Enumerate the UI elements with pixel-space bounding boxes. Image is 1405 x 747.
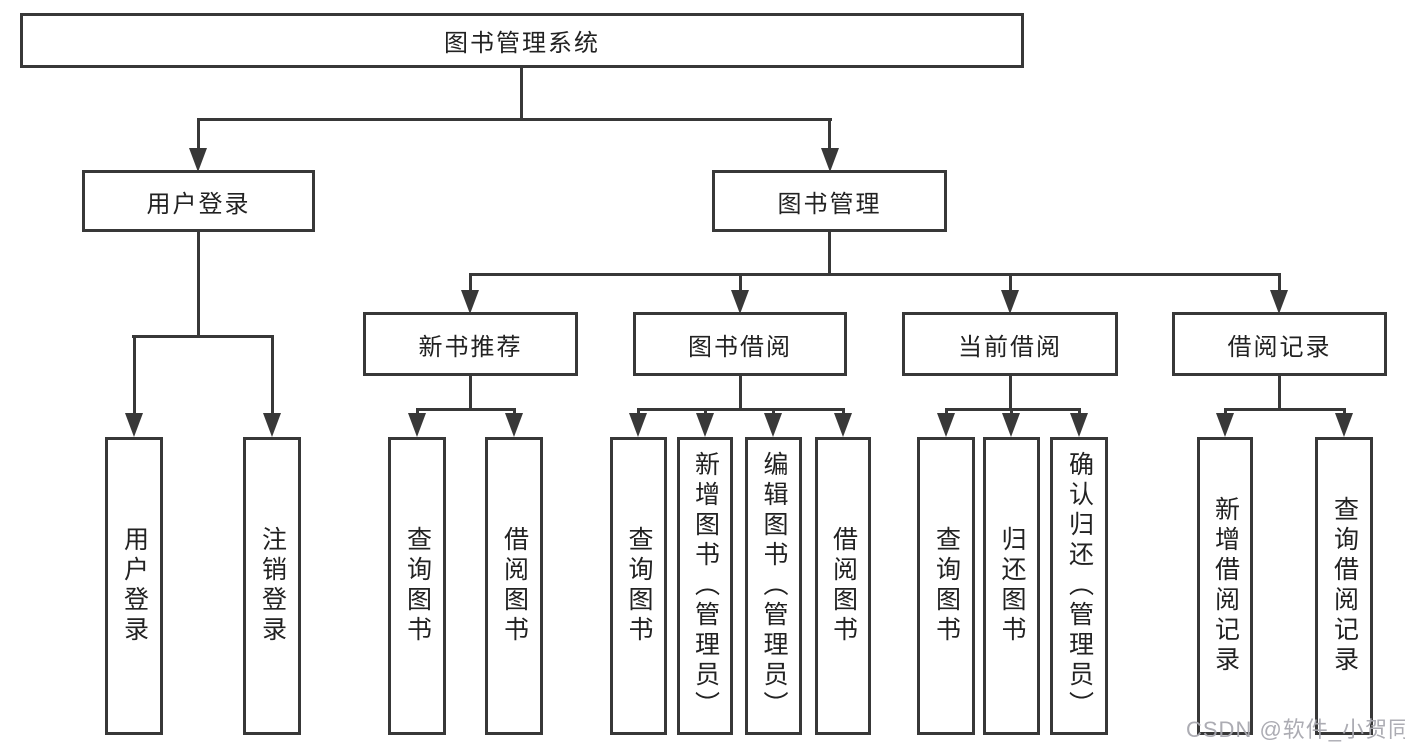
leaf-borrowing-borrow-book: 借阅图书 [815,437,871,735]
leaf-user-login-label: 用户登录 [120,526,149,646]
node-current-borrowing-label: 当前借阅 [958,333,1062,361]
leaf-current-return-book-label: 归还图书 [998,526,1026,646]
node-book-management-label: 图书管理 [777,190,882,218]
arrowhead [408,413,426,437]
leaf-current-confirm-return-admin-label: 确认归还（管理员） [1065,451,1094,721]
connector-current-down [1009,374,1012,411]
node-root-label: 图书管理系统 [444,30,600,57]
leaf-recommend-query-book-label: 查询图书 [403,526,432,646]
node-book-borrowing: 图书借阅 [633,312,847,376]
connector-drop-user-login [197,118,200,150]
leaf-borrowing-borrow-book-label: 借阅图书 [829,526,858,646]
arrowhead [1270,290,1288,314]
arrowhead [834,413,852,437]
node-book-management: 图书管理 [712,170,947,232]
leaf-records-query-record: 查询借阅记录 [1315,437,1373,735]
leaf-recommend-query-book: 查询图书 [388,437,446,735]
connector-level2-rail [197,118,832,121]
arrowhead [263,413,281,437]
arrowhead [189,148,207,172]
node-user-login-label: 用户登录 [146,190,251,218]
node-borrowing-records: 借阅记录 [1172,312,1387,376]
connector-recommend-down [469,374,472,411]
arrowhead [629,413,647,437]
arrowhead [937,413,955,437]
arrowhead [1216,413,1234,437]
leaf-user-login: 用户登录 [105,437,163,735]
connector-user-login-rail [132,335,273,338]
node-new-book-recommend-label: 新书推荐 [418,333,523,361]
arrowhead [764,413,782,437]
leaf-logout: 注销登录 [243,437,301,735]
connector-root-down [520,68,523,121]
leaf-borrowing-add-book-admin: 新增图书（管理员） [677,437,733,735]
node-user-login: 用户登录 [82,170,315,232]
connector-level3-rail [470,273,1281,276]
connector-book-management-down [828,229,831,276]
node-current-borrowing: 当前借阅 [902,312,1118,376]
arrowhead [696,413,714,437]
leaf-borrowing-edit-book-admin: 编辑图书（管理员） [745,437,802,735]
arrowhead [1001,290,1019,314]
leaf-borrowing-edit-book-admin-label: 编辑图书（管理员） [760,451,788,721]
connector-drop-new-book-recommend [469,273,472,292]
leaf-borrowing-query-book: 查询图书 [610,437,667,735]
connector-drop-leaf [271,335,274,420]
leaf-records-query-record-label: 查询借阅记录 [1330,496,1359,676]
leaf-current-query-book-label: 查询图书 [932,526,961,646]
arrowhead [1002,413,1020,437]
connector-user-login-down [197,229,200,338]
node-new-book-recommend: 新书推荐 [363,312,578,376]
arrowhead [125,413,143,437]
leaf-records-add-record: 新增借阅记录 [1197,437,1253,735]
connector-borrowing-down [739,374,742,411]
leaf-records-add-record-label: 新增借阅记录 [1211,496,1240,676]
connector-drop-current-borrowing [1009,273,1012,292]
leaf-borrowing-add-book-admin-label: 新增图书（管理员） [691,451,720,721]
arrowhead [731,290,749,314]
csdn-watermark: CSDN @软件_小贺同学 [1186,717,1405,742]
node-book-borrowing-label: 图书借阅 [688,333,792,361]
arrowhead [461,290,479,314]
connector-records-rail [1224,408,1345,411]
leaf-logout-label: 注销登录 [258,526,287,646]
leaf-current-query-book: 查询图书 [917,437,975,735]
connector-drop-leaf [133,335,136,420]
connector-records-down [1278,374,1281,411]
leaf-borrowing-query-book-label: 查询图书 [625,526,653,646]
arrowhead [505,413,523,437]
connector-recommend-rail [416,408,516,411]
node-root: 图书管理系统 [20,13,1024,68]
node-borrowing-records-label: 借阅记录 [1227,333,1332,361]
arrowhead [821,148,839,172]
connector-borrowing-rail [637,408,844,411]
connector-drop-book-borrowing [739,273,742,292]
leaf-recommend-borrow-book: 借阅图书 [485,437,543,735]
leaf-current-confirm-return-admin: 确认归还（管理员） [1050,437,1108,735]
connector-drop-book-management [828,118,831,150]
leaf-recommend-borrow-book-label: 借阅图书 [500,526,529,646]
arrowhead [1335,413,1353,437]
leaf-current-return-book: 归还图书 [983,437,1040,735]
arrowhead [1070,413,1088,437]
connector-drop-borrowing-records [1278,273,1281,292]
